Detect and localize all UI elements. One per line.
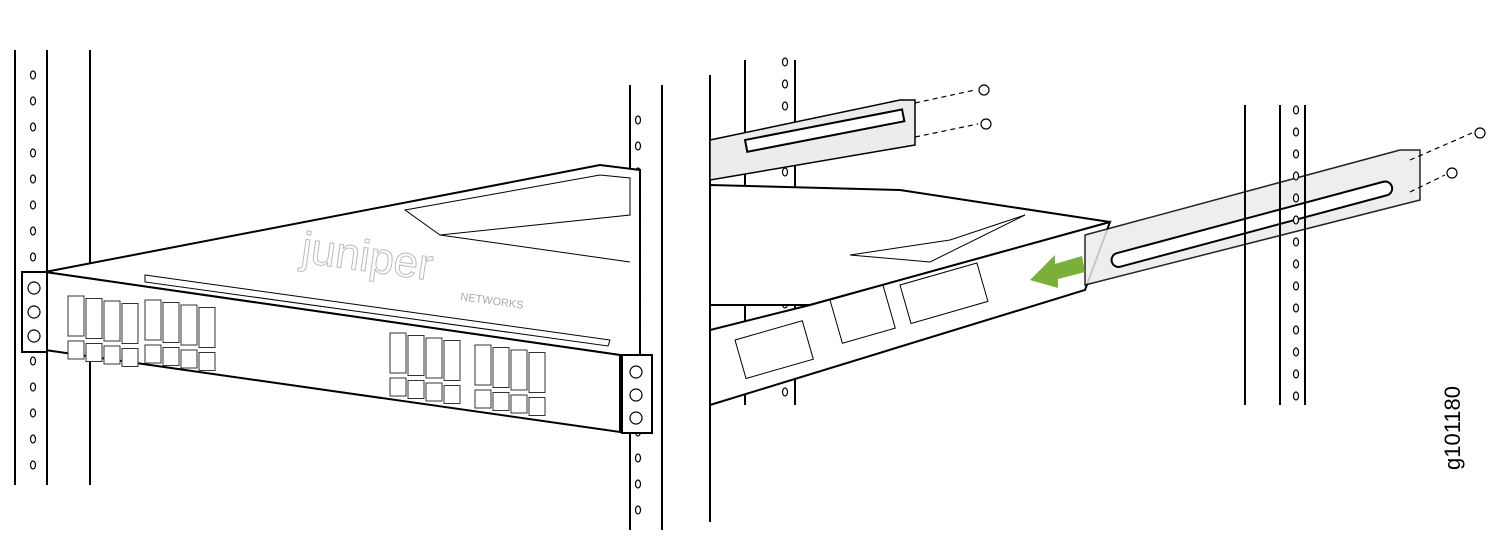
network-port: [389, 377, 407, 397]
rack-hole: [29, 226, 37, 236]
network-port: [121, 303, 139, 344]
rack-hole: [634, 141, 642, 151]
network-port: [389, 332, 407, 374]
rack-hole: [29, 96, 37, 106]
right-mounting-ear: [621, 354, 653, 434]
rack-hole: [29, 174, 37, 184]
rack-hole: [29, 460, 37, 470]
network-port: [67, 295, 85, 337]
rack-hole: [1292, 303, 1300, 313]
network-port: [528, 397, 546, 416]
chassis-rear: [709, 183, 1112, 407]
network-port: [103, 345, 121, 365]
network-port: [121, 348, 139, 367]
rack-hole: [29, 356, 37, 366]
network-port: [198, 352, 216, 371]
network-port: [144, 299, 162, 341]
network-port: [443, 385, 461, 404]
network-port: [162, 302, 180, 343]
network-port: [103, 300, 121, 342]
network-port: [510, 394, 528, 414]
network-port: [85, 298, 103, 339]
rack-hole: [1292, 149, 1300, 159]
network-port: [67, 340, 85, 360]
network-port: [144, 344, 162, 364]
rack-hole: [781, 79, 789, 89]
rack-hole: [1292, 193, 1300, 203]
rack-hole: [1292, 105, 1300, 115]
network-port: [425, 337, 443, 379]
rack-hole: [29, 408, 37, 418]
rack-hole: [781, 101, 789, 111]
rack-hole: [29, 382, 37, 392]
network-port: [85, 343, 103, 362]
rear-rack-post-right: [1244, 105, 1306, 405]
rack-hole: [29, 252, 37, 262]
network-port: [474, 389, 492, 409]
figure-id-label: g101180: [1440, 385, 1465, 470]
rack-hole: [1292, 325, 1300, 335]
switch-chassis: juniper NETWORKS: [44, 163, 641, 434]
rear-mounting-blade: [1084, 149, 1421, 286]
screw-guides: [914, 89, 1473, 193]
rack-hole: [634, 479, 642, 489]
network-port: [407, 335, 425, 376]
network-port: [198, 307, 216, 348]
rack-hole: [634, 453, 642, 463]
screw-icon: [978, 84, 1486, 179]
network-port: [474, 344, 492, 386]
network-port: [492, 392, 510, 411]
rack-hole: [1292, 391, 1300, 401]
rack-hole: [29, 148, 37, 158]
rack-hole: [1292, 215, 1300, 225]
rack-hole: [29, 122, 37, 132]
network-port: [510, 349, 528, 391]
rack-hole: [1292, 127, 1300, 137]
rack-hole: [1292, 237, 1300, 247]
network-port: [407, 380, 425, 399]
rack-hole: [1292, 259, 1300, 269]
left-mounting-ear: [21, 271, 48, 353]
network-port: [528, 352, 546, 393]
network-port: [162, 347, 180, 366]
rack-hole: [29, 434, 37, 444]
rack-hole: [1292, 347, 1300, 357]
network-port: [492, 347, 510, 388]
rack-hole: [29, 200, 37, 210]
rack-hole: [634, 115, 642, 125]
network-port: [180, 304, 198, 346]
rack-hole: [781, 387, 789, 397]
rack-hole: [634, 505, 642, 515]
network-port: [425, 382, 443, 402]
network-port: [443, 340, 461, 381]
rack-hole: [781, 57, 789, 67]
rack-hole: [29, 70, 37, 80]
rack-hole: [1292, 369, 1300, 379]
rack-hole: [1292, 171, 1300, 181]
installed-rear-bracket: [709, 99, 916, 181]
network-port: [180, 349, 198, 369]
rack-hole: [781, 167, 789, 177]
rack-hole: [1292, 281, 1300, 291]
slide-direction-arrow-icon: [1030, 255, 1085, 288]
